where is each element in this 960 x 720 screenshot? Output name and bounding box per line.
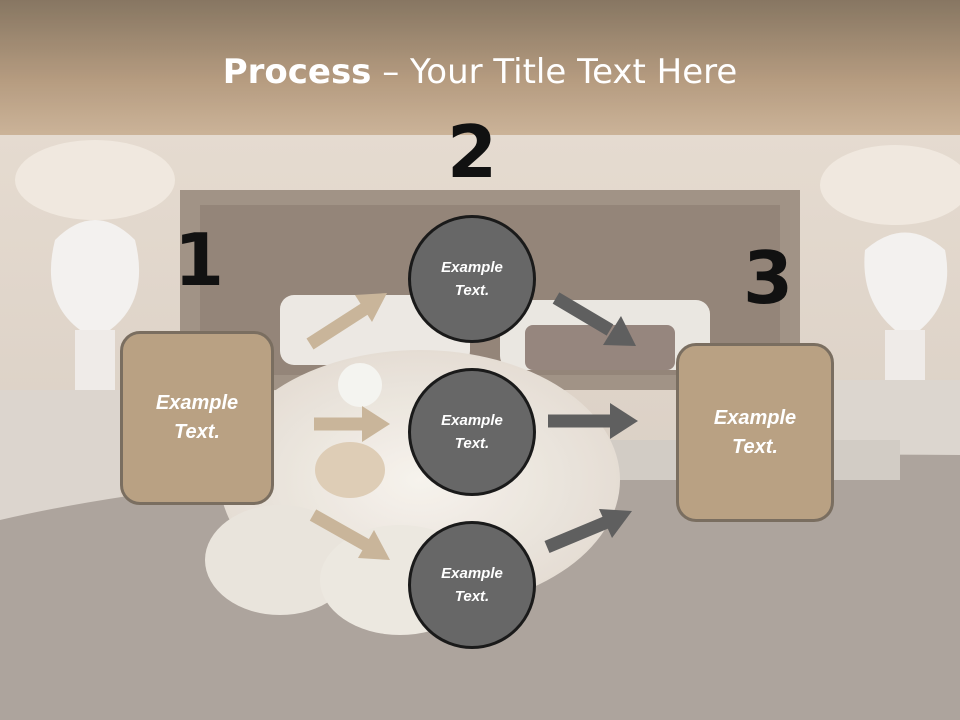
title-bold: Process [222, 52, 372, 92]
slide-title: Process – Your Title Text Here [0, 52, 960, 92]
circle-bottom: Example Text. [408, 521, 536, 649]
left-example-box: Example Text. [120, 331, 274, 505]
circle-bottom-text: Example Text. [441, 564, 503, 605]
right-box-text: Example Text. [713, 406, 797, 458]
step-number-2: 2 [446, 110, 498, 194]
circle-top: Example Text. [408, 215, 536, 343]
circle-top-text: Example Text. [441, 258, 503, 299]
step-number-3: 3 [742, 236, 794, 320]
title-rest: – Your Title Text Here [371, 52, 738, 92]
step-number-1: 1 [173, 218, 225, 302]
circle-middle: Example Text. [408, 368, 536, 496]
left-box-text: Example Text. [155, 392, 239, 443]
right-example-box: Example Text. [676, 343, 834, 522]
circle-middle-text: Example Text. [441, 411, 503, 452]
